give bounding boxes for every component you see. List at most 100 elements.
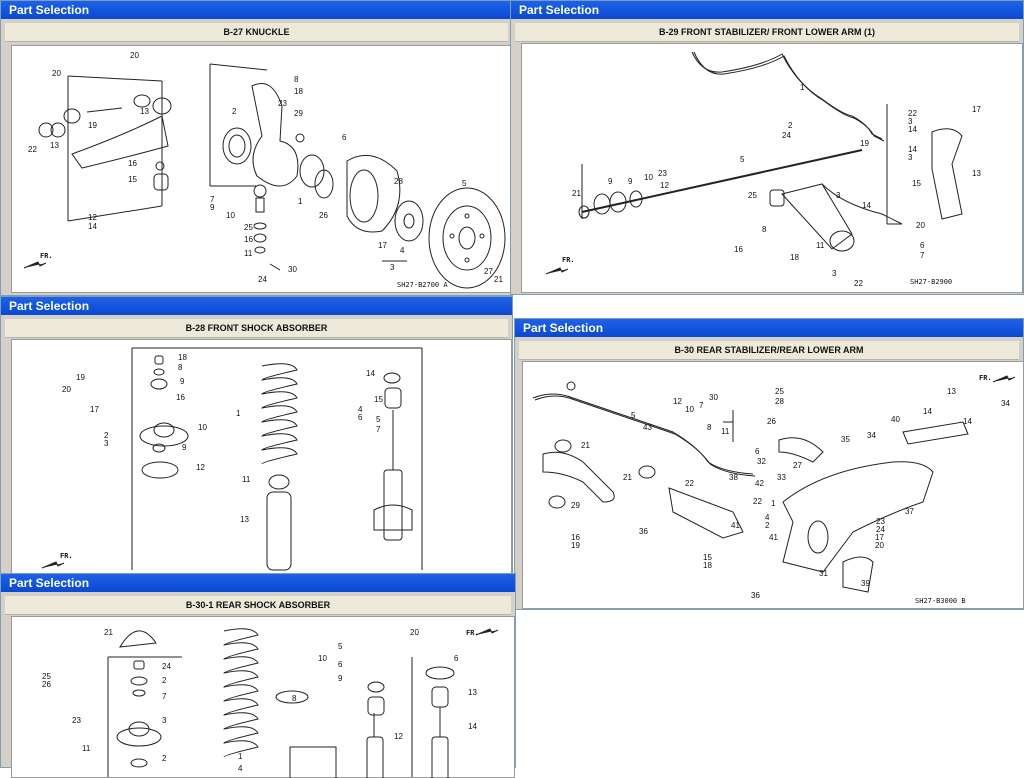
part-number-callout[interactable]: 22: [753, 497, 762, 506]
part-number-callout[interactable]: 10: [198, 423, 207, 432]
part-number-callout[interactable]: 24: [258, 275, 267, 284]
part-number-callout[interactable]: 2: [104, 431, 109, 440]
part-number-callout[interactable]: 37: [905, 507, 914, 516]
part-number-callout[interactable]: 20: [130, 51, 139, 60]
part-number-callout[interactable]: 5: [338, 642, 343, 651]
part-number-callout[interactable]: 27: [484, 267, 493, 276]
part-number-callout[interactable]: 13: [972, 169, 981, 178]
part-number-callout[interactable]: 1: [298, 197, 303, 206]
part-number-callout[interactable]: 28: [394, 177, 403, 186]
part-number-callout[interactable]: 16: [176, 393, 185, 402]
part-number-callout[interactable]: 16: [244, 235, 253, 244]
part-number-callout[interactable]: 7: [376, 425, 381, 434]
part-number-callout[interactable]: 4: [765, 513, 770, 522]
part-number-callout[interactable]: 19: [88, 121, 97, 130]
part-number-callout[interactable]: 3: [836, 191, 841, 200]
part-number-callout[interactable]: 22: [28, 145, 37, 154]
part-number-callout[interactable]: 35: [841, 435, 850, 444]
part-number-callout[interactable]: 21: [572, 189, 581, 198]
part-number-callout[interactable]: 12: [660, 181, 669, 190]
part-number-callout[interactable]: 20: [875, 541, 884, 550]
part-number-callout[interactable]: 11: [242, 475, 251, 484]
part-number-callout[interactable]: 16: [571, 533, 580, 542]
part-number-callout[interactable]: 14: [366, 369, 375, 378]
part-number-callout[interactable]: 23: [876, 517, 885, 526]
part-number-callout[interactable]: 14: [468, 722, 477, 731]
part-number-callout[interactable]: 21: [494, 275, 503, 284]
part-number-callout[interactable]: 3: [390, 263, 395, 272]
part-number-callout[interactable]: 15: [912, 179, 921, 188]
part-number-callout[interactable]: 38: [729, 473, 738, 482]
part-number-callout[interactable]: 14: [88, 222, 97, 231]
part-number-callout[interactable]: 9: [180, 377, 185, 386]
part-number-callout[interactable]: 9: [210, 203, 215, 212]
part-number-callout[interactable]: 22: [854, 279, 863, 288]
window-title[interactable]: Part Selection: [1, 297, 512, 315]
part-number-callout[interactable]: 11: [816, 241, 825, 250]
part-number-callout[interactable]: 6: [755, 447, 760, 456]
part-number-callout[interactable]: 20: [410, 628, 419, 637]
part-number-callout[interactable]: 22: [685, 479, 694, 488]
part-number-callout[interactable]: 33: [777, 473, 786, 482]
part-number-callout[interactable]: 14: [963, 417, 972, 426]
part-number-callout[interactable]: 40: [891, 415, 900, 424]
part-number-callout[interactable]: 7: [162, 692, 167, 701]
part-number-callout[interactable]: 34: [867, 431, 876, 440]
part-number-callout[interactable]: 42: [755, 479, 764, 488]
part-number-callout[interactable]: 32: [757, 457, 766, 466]
part-number-callout[interactable]: 8: [762, 225, 767, 234]
part-number-callout[interactable]: 30: [288, 265, 297, 274]
part-number-callout[interactable]: 10: [226, 211, 235, 220]
part-number-callout[interactable]: 19: [571, 541, 580, 550]
part-number-callout[interactable]: 8: [294, 75, 299, 84]
part-number-callout[interactable]: 9: [182, 443, 187, 452]
part-number-callout[interactable]: 28: [775, 397, 784, 406]
part-number-callout[interactable]: 25: [244, 223, 253, 232]
window-title[interactable]: Part Selection: [1, 1, 512, 19]
part-number-callout[interactable]: 31: [819, 569, 828, 578]
part-number-callout[interactable]: 6: [342, 133, 347, 142]
window-title[interactable]: Part Selection: [1, 574, 515, 592]
part-number-callout[interactable]: 17: [972, 105, 981, 114]
part-number-callout[interactable]: 21: [104, 628, 113, 637]
part-number-callout[interactable]: 41: [769, 533, 778, 542]
part-number-callout[interactable]: 5: [376, 415, 381, 424]
part-number-callout[interactable]: 36: [639, 527, 648, 536]
part-number-callout[interactable]: 16: [734, 245, 743, 254]
part-number-callout[interactable]: 20: [916, 221, 925, 230]
part-number-callout[interactable]: 6: [338, 660, 343, 669]
part-number-callout[interactable]: 8: [178, 363, 183, 372]
part-number-callout[interactable]: 5: [631, 411, 636, 420]
part-number-callout[interactable]: 2: [788, 121, 793, 130]
part-number-callout[interactable]: 18: [703, 561, 712, 570]
part-number-callout[interactable]: 18: [294, 87, 303, 96]
part-number-callout[interactable]: 12: [673, 397, 682, 406]
part-number-callout[interactable]: 10: [318, 654, 327, 663]
part-number-callout[interactable]: 26: [319, 211, 328, 220]
part-number-callout[interactable]: 7: [699, 401, 704, 410]
part-number-callout[interactable]: 27: [793, 461, 802, 470]
part-number-callout[interactable]: 7: [920, 251, 925, 260]
part-number-callout[interactable]: 20: [52, 69, 61, 78]
part-number-callout[interactable]: 13: [140, 107, 149, 116]
part-number-callout[interactable]: 25: [748, 191, 757, 200]
part-number-callout[interactable]: 29: [571, 501, 580, 510]
part-number-callout[interactable]: 25: [42, 672, 51, 681]
part-number-callout[interactable]: 16: [128, 159, 137, 168]
part-number-callout[interactable]: 14: [908, 145, 917, 154]
part-number-callout[interactable]: 11: [721, 427, 730, 436]
part-number-callout[interactable]: 14: [923, 407, 932, 416]
part-number-callout[interactable]: 13: [947, 387, 956, 396]
part-number-callout[interactable]: 3: [908, 117, 913, 126]
part-number-callout[interactable]: 11: [82, 744, 91, 753]
part-number-callout[interactable]: 18: [178, 353, 187, 362]
part-number-callout[interactable]: 9: [608, 177, 613, 186]
part-number-callout[interactable]: 6: [358, 413, 363, 422]
part-number-callout[interactable]: 23: [278, 99, 287, 108]
part-number-callout[interactable]: 39: [861, 579, 870, 588]
part-number-callout[interactable]: 24: [876, 525, 885, 534]
part-number-callout[interactable]: 9: [338, 674, 343, 683]
